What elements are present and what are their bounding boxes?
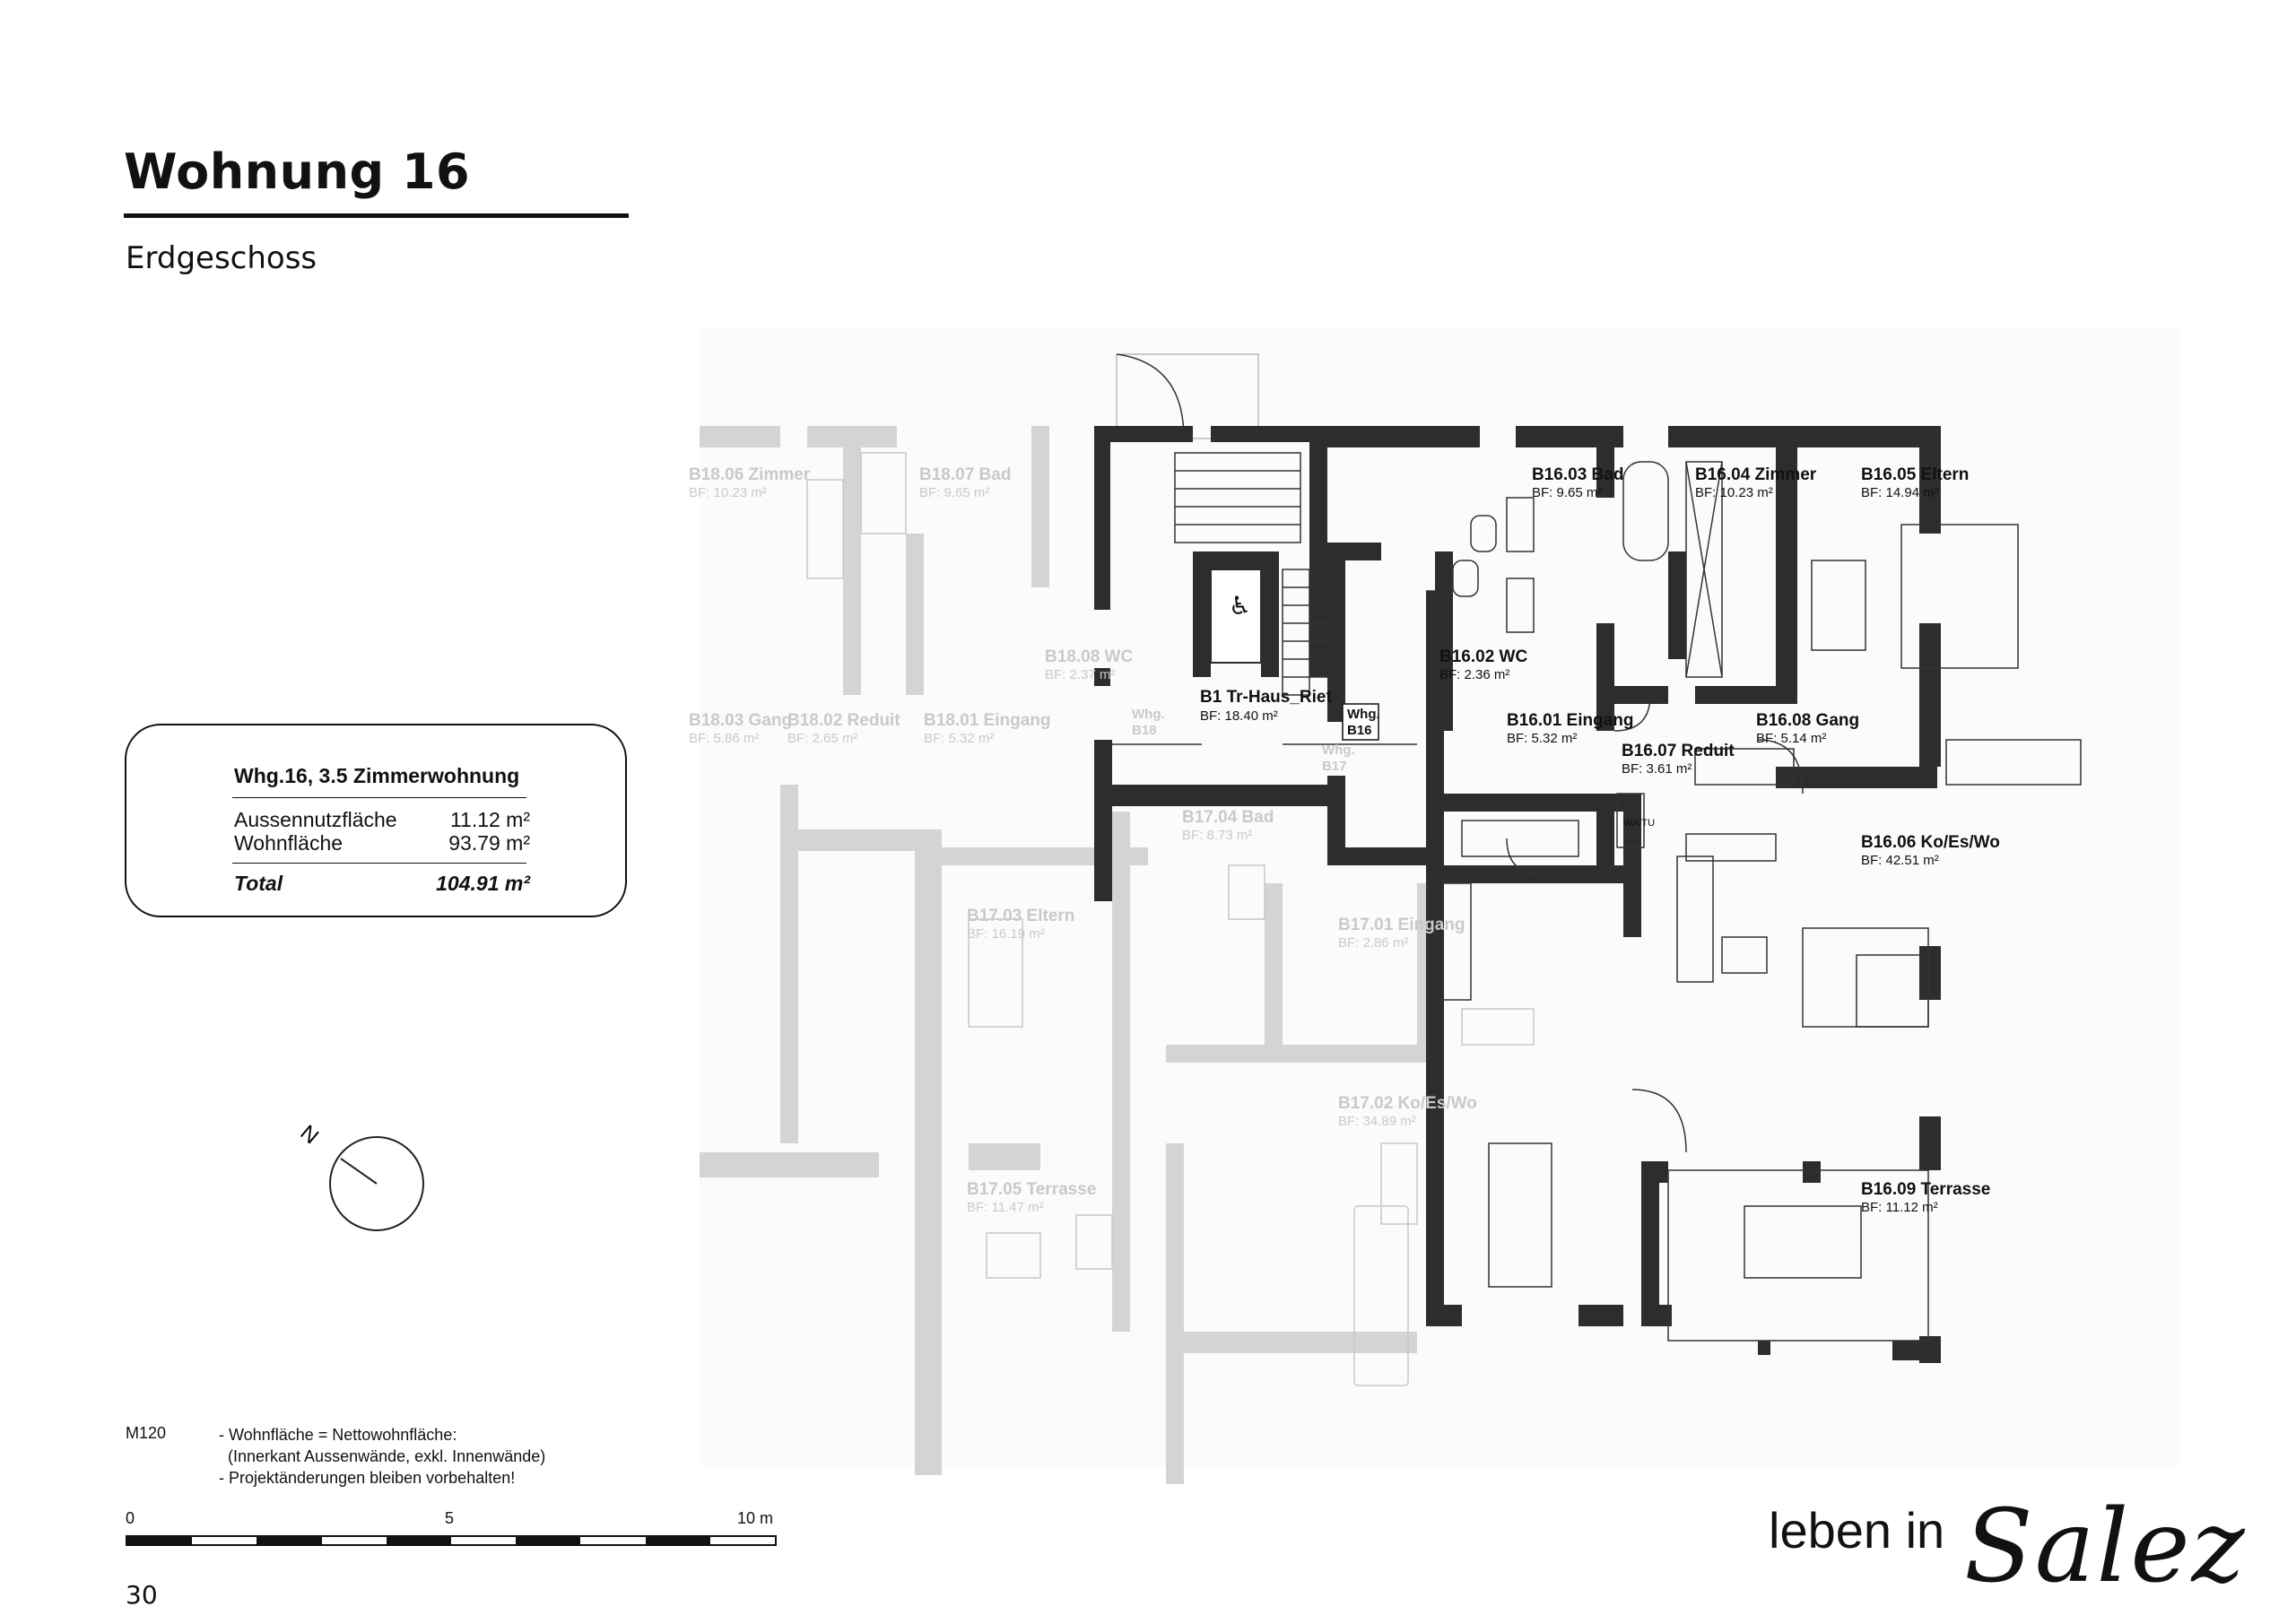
scale-label-0: 0 — [126, 1509, 135, 1527]
unit-tag-b18-label: Whg. — [1132, 707, 1165, 722]
room-area: BF: 18.40 m² — [1200, 708, 1278, 724]
room-area: BF: 5.14 m² — [1756, 731, 1826, 746]
wheelchair-icon: ♿ — [1229, 591, 1251, 621]
room-name: B16.02 WC — [1439, 647, 1527, 666]
neighbor-fixtures — [806, 452, 1535, 1386]
ghost-room-name: B17.04 Bad — [1182, 808, 1274, 827]
room-area: BF: 14.94 m² — [1861, 485, 1939, 500]
summary-divider — [232, 797, 526, 798]
brand-text: leben in — [1769, 1502, 1945, 1559]
page-title: Wohnung 16 — [124, 143, 471, 200]
room-name: B16.03 Bad — [1532, 465, 1623, 484]
unit-tag-b16-number: B16 — [1347, 723, 1372, 738]
apartment-summary-box: Whg.16, 3.5 Zimmerwohnung Aussennutzfläc… — [125, 724, 627, 917]
unit-tag-b16 — [1342, 703, 1379, 741]
ghost-room-area: BF: 5.32 m² — [924, 731, 994, 746]
unit-tag-b17-number: B17 — [1322, 759, 1347, 774]
ghost-room-area: BF: 2.37 m² — [1045, 667, 1115, 682]
brand-logo: Salez — [1964, 1489, 2247, 1605]
ghost-room-name: B17.05 Terrasse — [967, 1180, 1096, 1199]
summary-row-living: Wohnfläche 93.79 m² — [234, 831, 530, 855]
ghost-room-name: B17.02 Ko/Es/Wo — [1338, 1094, 1477, 1113]
plan-notes: - Wohnfläche = Nettowohnfläche: (Innerka… — [219, 1426, 546, 1487]
scale-label-10: 10 m — [737, 1509, 774, 1527]
summary-heading: Whg.16, 3.5 Zimmerwohnung — [234, 764, 520, 787]
summary-divider — [232, 863, 526, 864]
unit-tag-b17-label: Whg. — [1322, 743, 1355, 758]
summary-row-total: Total 104.91 m² — [234, 872, 530, 896]
floor-subtitle: Erdgeschoss — [126, 240, 317, 276]
room-name: B16.08 Gang — [1756, 711, 1859, 730]
ghost-room-area: BF: 5.86 m² — [689, 731, 759, 746]
ghost-room-name: B18.08 WC — [1045, 647, 1133, 666]
room-area: BF: 3.61 m² — [1622, 761, 1692, 777]
ghost-room-area: BF: 11.47 m² — [967, 1200, 1044, 1215]
summary-total-value: 104.91 m² — [436, 872, 530, 895]
elevator — [1210, 569, 1262, 664]
room-name: B16.04 Zimmer — [1695, 465, 1817, 484]
room-area: BF: 42.51 m² — [1861, 853, 1939, 868]
room-name: B16.01 Eingang — [1507, 711, 1634, 730]
ghost-room-name: B18.07 Bad — [919, 465, 1011, 484]
ghost-room-area: BF: 8.73 m² — [1182, 828, 1252, 843]
floor-plan: ♿ Whg. B16 Whg. B18 Whg. B17 WA/TU B1 Tr… — [689, 327, 2179, 1484]
ghost-room-name: B18.02 Reduit — [787, 711, 900, 730]
ghost-room-area: BF: 16.19 m² — [967, 926, 1045, 942]
ghost-room-name: B18.01 Eingang — [924, 711, 1051, 730]
scale-id: M120 — [126, 1424, 167, 1442]
summary-label: Wohnfläche — [234, 831, 344, 855]
room-name: B1 Tr-Haus_Riet — [1200, 688, 1332, 707]
unit-fixtures — [1112, 452, 2082, 1342]
washer-label: WA/TU — [1623, 818, 1655, 829]
compass-label: N — [296, 1121, 324, 1150]
summary-row-outdoor: Aussennutzfläche 11.12 m² — [234, 808, 530, 832]
ghost-room-name: B18.06 Zimmer — [689, 465, 811, 484]
ghost-room-name: B17.01 Eingang — [1338, 916, 1465, 934]
scale-label-5: 5 — [445, 1509, 455, 1527]
room-name: B16.09 Terrasse — [1861, 1180, 1990, 1199]
unit-tag-b16-label: Whg. — [1347, 707, 1380, 722]
summary-value: 93.79 m² — [448, 831, 530, 855]
summary-value: 11.12 m² — [449, 808, 530, 831]
room-area: BF: 9.65 m² — [1532, 485, 1602, 500]
ghost-room-area: BF: 10.23 m² — [689, 485, 767, 500]
unit-walls — [1094, 426, 1941, 1363]
ghost-room-name: B18.03 Gang — [689, 711, 792, 730]
scale-bar — [126, 1535, 777, 1546]
ghost-room-area: BF: 2.86 m² — [1338, 935, 1408, 951]
ghost-room-area: BF: 34.89 m² — [1338, 1114, 1416, 1129]
room-name: B16.05 Eltern — [1861, 465, 1969, 484]
north-arrow-icon: N — [296, 1121, 424, 1231]
title-underline — [124, 213, 629, 218]
ghost-room-area: BF: 2.65 m² — [787, 731, 857, 746]
room-area: BF: 10.23 m² — [1695, 485, 1773, 500]
room-area: BF: 2.36 m² — [1439, 667, 1509, 682]
room-area: BF: 5.32 m² — [1507, 731, 1577, 746]
page-number: 30 — [126, 1580, 158, 1610]
ghost-room-name: B17.03 Eltern — [967, 907, 1074, 925]
summary-total-label: Total — [234, 872, 283, 895]
summary-label: Aussennutzfläche — [234, 808, 397, 831]
door-swing — [1116, 353, 1185, 439]
room-area: BF: 11.12 m² — [1861, 1200, 1938, 1215]
unit-tag-b18-number: B18 — [1132, 723, 1157, 738]
room-name: B16.07 Reduit — [1622, 742, 1735, 760]
room-name: B16.06 Ko/Es/Wo — [1861, 833, 2000, 852]
ghost-room-area: BF: 9.65 m² — [919, 485, 989, 500]
